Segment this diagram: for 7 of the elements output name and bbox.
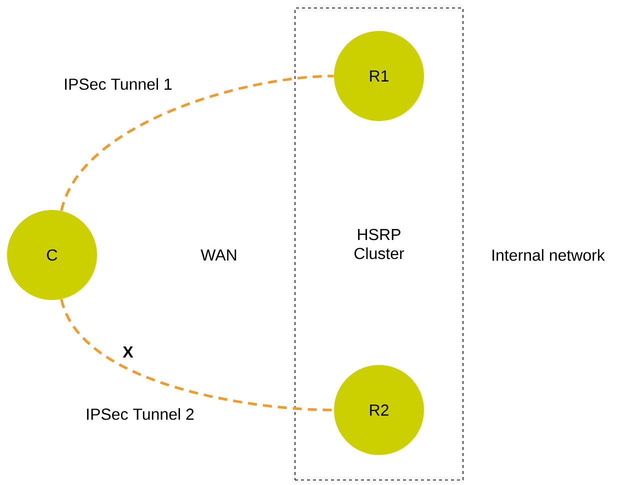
edge-label: IPSec Tunnel 2 <box>84 407 196 421</box>
tunnel-line <box>60 298 334 412</box>
failure-mark: X <box>122 346 134 358</box>
region-label: Internal network <box>492 249 605 261</box>
tunnel-line <box>60 74 334 212</box>
edge-label: IPSec Tunnel 1 <box>62 77 174 91</box>
region-label: WAN <box>200 250 236 260</box>
